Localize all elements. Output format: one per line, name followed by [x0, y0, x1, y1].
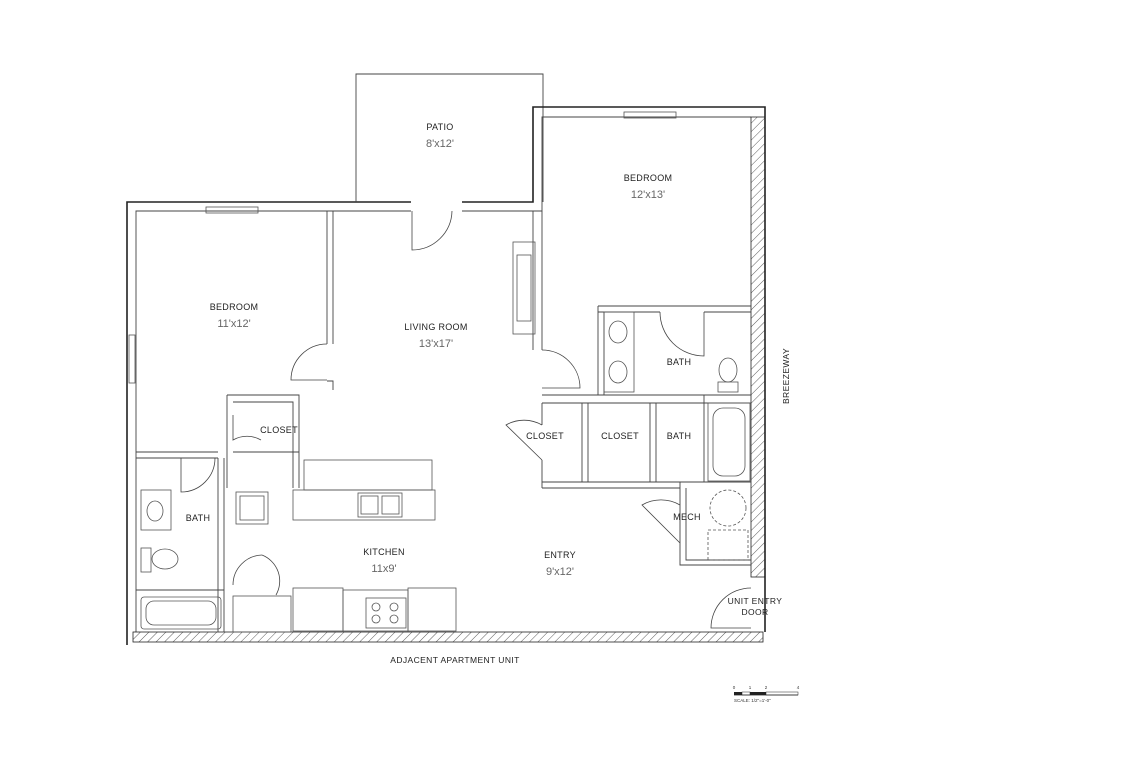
bath-left-label: BATH: [186, 513, 211, 523]
entry-dim: 9'x12': [546, 566, 574, 578]
adjacent-unit-label: ADJACENT APARTMENT UNIT: [390, 655, 519, 665]
closet-left-label: CLOSET: [260, 425, 298, 435]
bedroom-left-label: BEDROOM: [210, 302, 259, 312]
entry-label: ENTRY: [544, 550, 576, 560]
exterior-labels: BREEZEWAY ADJACENT APARTMENT UNIT UNIT E…: [390, 348, 791, 665]
unit-entry-door-label-line1: UNIT ENTRY: [728, 596, 783, 606]
windows: [128, 111, 677, 384]
scale-tick-0: 0: [733, 685, 736, 690]
living-room-dim: 13'x17': [419, 338, 453, 350]
closet-mid-2-label: CLOSET: [601, 431, 639, 441]
bath-right-mid-label: BATH: [667, 431, 692, 441]
bedroom-right-dim: 12'x13': [631, 189, 665, 201]
bath-right-top-label: BATH: [667, 357, 692, 367]
fixtures: [140, 241, 751, 630]
scale-tick-4: 4: [797, 685, 800, 690]
kitchen-dim: 11x9': [371, 563, 396, 575]
room-labels: PATIO 8'x12' BEDROOM 12'x13' BEDROOM 11'…: [186, 122, 701, 578]
breezeway-label: BREEZEWAY: [781, 348, 791, 404]
scale-tick-2: 2: [765, 685, 768, 690]
living-room-label: LIVING ROOM: [404, 322, 467, 332]
scale-bar: 0 1 2 4 SCALE: 1/2"=1'-0": [733, 685, 800, 703]
scale-tick-1: 1: [749, 685, 752, 690]
closet-mid-1-label: CLOSET: [526, 431, 564, 441]
doors: [180, 210, 752, 629]
interior-walls: [136, 211, 751, 633]
unit-entry-door-label-line2: DOOR: [741, 607, 768, 617]
exterior-walls: [126, 73, 766, 645]
scale-caption: SCALE: 1/2"=1'-0": [734, 698, 771, 703]
patio-dim: 8'x12': [426, 138, 454, 150]
bedroom-right-label: BEDROOM: [624, 173, 673, 183]
patio-label: PATIO: [426, 122, 453, 132]
bedroom-left-dim: 11'x12': [217, 318, 250, 330]
mech-label: MECH: [673, 512, 701, 522]
kitchen-label: KITCHEN: [363, 547, 405, 557]
